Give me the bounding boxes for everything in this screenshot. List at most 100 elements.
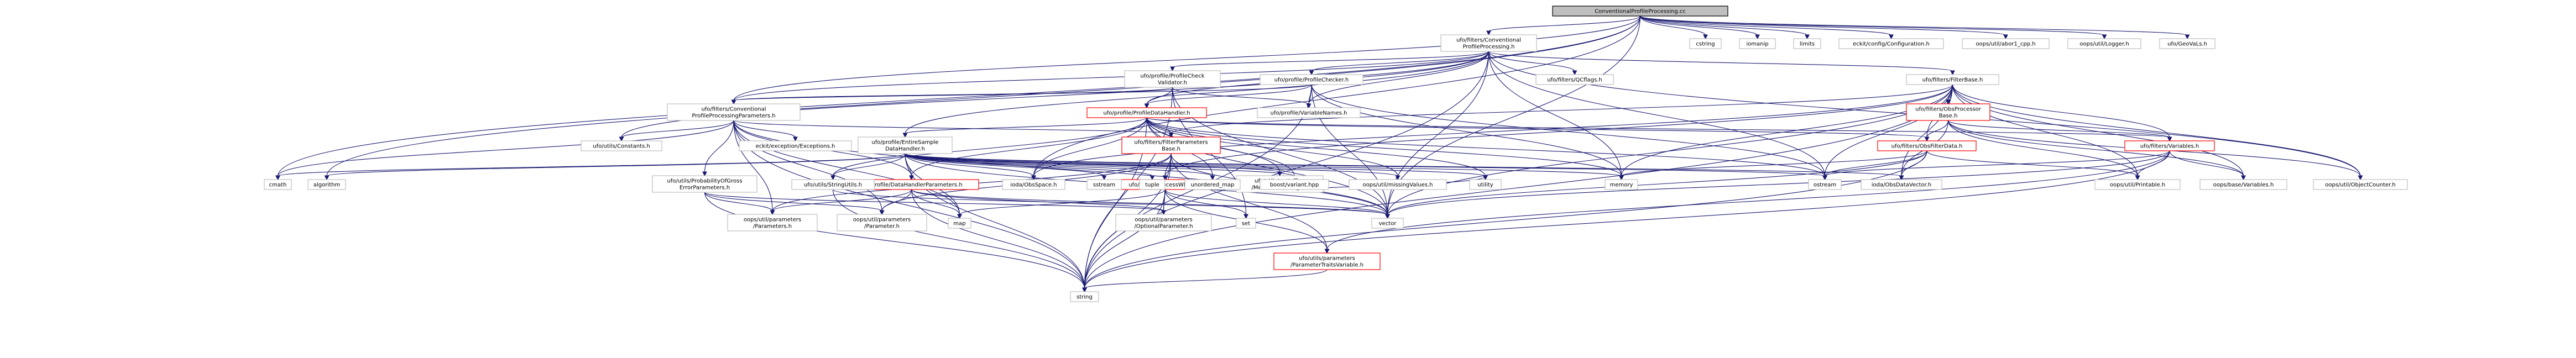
node-n1[interactable]: ufo/filters/ConventionalProfileProcessin… [1440,34,1537,52]
edge-n14-to-n21 [1146,117,1930,142]
node-label: algorithm [313,182,340,188]
node-n42[interactable]: oops/util/ObjectCounter.h [2313,179,2408,190]
node-n11[interactable]: ufo/filters/QCflags.h [1535,74,1614,85]
node-label: tuple [1145,182,1159,188]
edge-n14-to-n22 [1146,117,2172,142]
edge-n19-to-n25 [830,153,906,181]
node-n34[interactable]: boost/variant.hpp [1260,179,1329,190]
node-n48[interactable]: vector [1371,218,1404,229]
edge-root-to-n2 [1639,15,1708,40]
edge-root-to-n8 [1639,15,2190,40]
node-n43[interactable]: oops/util/parameters/Parameters.h [727,214,818,231]
graph-nodes: ConventionalProfileProcessing.cc ufo/filt… [264,6,2408,302]
node-n40[interactable]: oops/util/Printable.h [2094,179,2181,190]
node-n12[interactable]: ufo/filters/FilterBase.h [1906,74,1999,85]
node-n39[interactable]: ioda/ObsDataVector.h [1861,179,1942,190]
node-n13[interactable]: ufo/filters/ConventionalProfileProcessin… [667,103,801,121]
edge-n22-to-n38 [1822,150,2170,181]
node-n18[interactable]: eckit/exception/Exceptions.h [739,140,852,151]
node-label: ufo/profile/ProfileDataHandler.h [1103,110,1190,117]
node-n31[interactable]: sstream [1086,179,1122,190]
node-label: Validator.h [1158,80,1187,86]
node-n6[interactable]: oops/util/abor1_cpp.h [1962,38,2050,49]
edge-n24-to-n50 [911,189,1087,293]
edge-n1-to-n37 [1488,51,1624,181]
node-label: string [1077,294,1093,301]
node-n37[interactable]: memory [1605,179,1638,190]
node-label: vector [1379,221,1397,227]
edge-n13-to-n18 [733,120,798,142]
edge-n19-to-n33 [905,153,1215,181]
node-n2[interactable]: cstring [1689,38,1722,49]
node-n49[interactable]: ufo/utils/parameters/ParameterTraitsVari… [1273,252,1381,270]
node-n29[interactable]: algorithm [307,179,346,190]
node-n5[interactable]: eckit/config/Configuration.h [1838,38,1944,49]
edge-n13-to-n45 [733,120,962,219]
edge-n1-to-n10 [1309,51,1490,76]
node-n36[interactable]: utility [1469,179,1502,190]
graph-edges [275,15,2363,293]
node-label: map [953,221,965,227]
edge-n23-to-n43 [704,192,775,215]
node-label: set [1242,221,1250,227]
node-label: oops/util/Printable.h [2110,182,2165,188]
node-label: ufo/GeoVaLs.h [2167,41,2207,48]
edge-n10-to-n13 [731,84,1312,105]
node-n50[interactable]: string [1070,291,1099,302]
node-label: ufo/filters/Conventional [701,107,766,113]
node-n44[interactable]: oops/util/parameters/Parameter.h [837,214,927,231]
node-label: boost/variant.hpp [1270,182,1319,188]
node-label: eckit/exception/Exceptions.h [756,144,835,150]
node-label: cstring [1696,41,1715,48]
node-label: ioda/ObsDataVector.h [1872,182,1932,188]
node-label: ProfileProcessingParameters.h [692,113,775,119]
node-n35[interactable]: oops/util/missingValues.h [1349,179,1447,190]
node-label: memory [1610,182,1633,188]
edge-root-to-n13 [731,15,1641,105]
edge-root-to-n1 [1486,15,1641,36]
node-n4[interactable]: limits [1793,38,1821,49]
edge-n10-to-n38 [1311,84,1827,181]
node-n30[interactable]: ioda/ObsSpace.h [1002,179,1065,190]
node-n7[interactable]: oops/util/Logger.h [2067,38,2141,49]
node-n14[interactable]: ufo/profile/ProfileDataHandler.h [1086,107,1207,118]
node-n21[interactable]: ufo/filters/ObsFilterData.h [1877,140,1977,151]
node-n8[interactable]: ufo/GeoVaLs.h [2159,38,2216,49]
edge-n12-to-n48 [1385,84,1953,219]
node-n3[interactable]: iomanip [1739,38,1776,49]
node-n45[interactable]: map [948,218,971,229]
node-n17[interactable]: ufo/utils/Constants.h [581,140,662,151]
node-label: ufo/profile/VariableNames.h [1270,110,1347,117]
node-n23[interactable]: ufo/utils/ProbabilityOfGrossErrorParamet… [652,175,757,193]
node-label: oops/util/parameters [853,217,911,223]
node-n46[interactable]: oops/util/parameters/OptionalParameter.h [1115,214,1212,231]
node-label: ProfileProcessing.h [1462,44,1514,50]
node-label: /ParameterTraitsVariable.h [1290,262,1363,268]
node-label: oops/util/ObjectCounter.h [2325,182,2395,188]
node-n38[interactable]: ostream [1808,179,1842,190]
node-n32[interactable]: tuple [1139,179,1166,190]
node-n10[interactable]: ufo/profile/ProfileChecker.h [1260,74,1363,85]
edge-root-to-n3 [1639,15,1760,40]
edge-n13-to-n17 [619,120,734,142]
edge-n49-to-n50 [1082,269,1328,293]
edge-n23-to-n44 [704,192,885,215]
edge-n26-to-n46 [1161,189,1166,215]
node-root: ConventionalProfileProcessing.cc [1552,6,1728,17]
node-n15[interactable]: ufo/profile/VariableNames.h [1257,107,1361,118]
node-n22[interactable]: ufo/filters/Variables.h [2124,140,2215,151]
node-n47[interactable]: set [1236,218,1256,229]
node-n41[interactable]: oops/base/Variables.h [2199,179,2287,190]
node-n25[interactable]: ufo/utils/StringUtils.h [791,179,875,190]
node-label: oops/util/parameters [744,217,801,223]
node-n33[interactable]: unordered_map [1184,179,1241,190]
node-n28[interactable]: cmath [264,179,292,190]
node-label: ufo/filters/Conventional [1456,38,1521,44]
edge-n21-to-n37 [1619,150,1927,181]
node-label: ErrorParameters.h [680,185,730,191]
